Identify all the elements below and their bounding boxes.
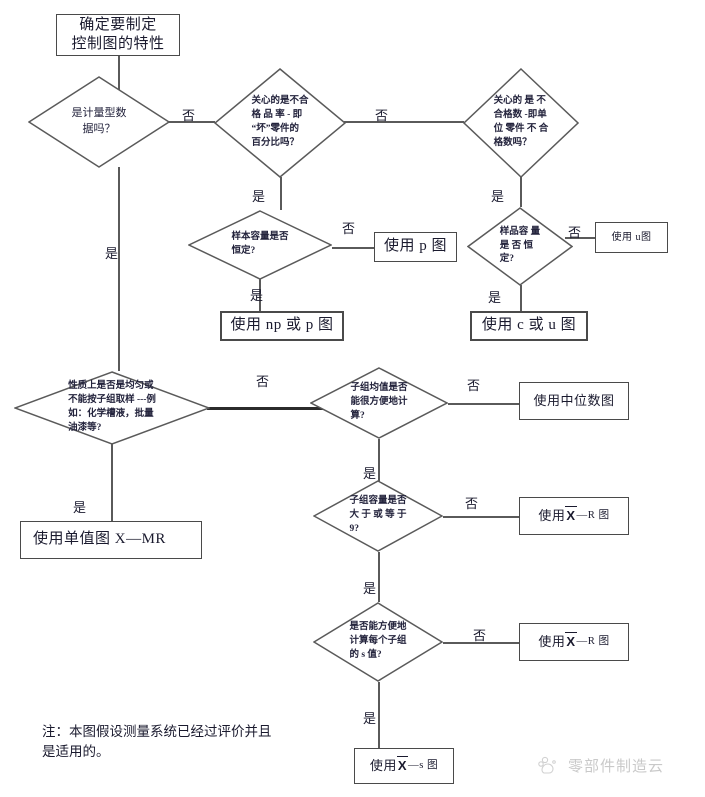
edge-label-variable-yes: 是 [105,246,119,261]
node-out-u-label: 使用 u图 [611,232,652,243]
node-q-homogeneous-label: 性质上是否是均匀或 不能按子组取样 ---例 如：化学槽液，批量 油漆等? [68,381,156,433]
edge-defectiverate-no [344,121,464,123]
node-q-defect-count[interactable]: 关心的 是 不 合格数 -即单 位 零件 不 合 格数吗？ [463,68,579,178]
edge-sampleconst2-no [565,237,595,239]
node-out-xbar-s-prefix: 使用 [369,757,397,773]
node-q-s-value-label: 是否能方便地 计算每个子组 的 s 值? [349,622,407,660]
cloud-icon [538,756,556,774]
node-out-c-u-label: 使用 c 或 u 图 [481,317,577,334]
node-out-xbar-r-1-xbar: X [565,505,577,523]
edge-sampleconst1-no [332,247,374,249]
node-q-mean-easy[interactable]: 子组均值是否 能很方便地计 算? [310,367,448,439]
edge-label-svalue-no: 否 [473,628,487,643]
node-q-defective-rate[interactable]: 关心的是不合 格 品 率 - 即 “坏”零件的 百分比吗？ [214,68,346,178]
node-q-homogeneous[interactable]: 性质上是否是均匀或 不能按子组取样 ---例 如：化学槽液，批量 油漆等? [14,371,210,445]
node-out-xbar-r-2-prefix: 使用 [538,633,566,649]
diamond-shape-icon [188,210,332,280]
node-out-xbar-s-suffix: —s 图 [408,760,439,772]
node-out-p-label: 使用 p 图 [383,238,447,255]
node-out-xbar-r-1-suffix: —R 图 [576,510,610,522]
diamond-shape-icon [214,68,346,178]
node-out-xbar-r-1[interactable]: 使用 X—R 图 [519,497,629,535]
edge-sampleconst1-yes [259,279,261,311]
node-q-defective-rate-label: 关心的是不合 格 品 率 - 即 “坏”零件的 百分比吗？ [251,96,309,148]
edge-label-defectcount-yes: 是 [491,189,505,204]
diamond-shape-icon [310,367,448,439]
edge-label-defectiverate-no: 否 [375,108,389,123]
edge-homogeneous-no [207,407,353,410]
edge-label-sampleconst1-no: 否 [342,221,356,236]
node-out-np-p[interactable]: 使用 np 或 p 图 [220,311,344,341]
diamond-shape-icon [467,207,573,286]
node-out-xbar-r-2-suffix: —R 图 [576,636,610,648]
edge-svalue-yes [378,682,380,748]
watermark-label: 零部件制造云 [568,758,665,775]
edge-label-meaneasy-no: 否 [467,378,481,393]
edge-label-homogeneous-no: 否 [256,374,270,389]
edge-defectiverate-yes [280,177,282,210]
edge-subgroupsize-no [443,516,519,518]
node-q-subgroup-size-label: 子组容量是否 大 于 或 等 于 9? [349,496,407,534]
edge-label-sampleconst1-yes: 是 [250,288,264,303]
node-q-mean-easy-label: 子组均值是否 能很方便地计 算? [350,383,408,421]
edge-label-svalue-yes: 是 [363,711,377,726]
edge-label-subgroupsize-yes: 是 [363,581,377,596]
edge-meaneasy-yes [378,439,380,487]
diamond-shape-icon [463,68,579,178]
node-q-sample-const-2[interactable]: 样品容 量 是 否 恒 定? [467,207,573,286]
node-out-xbar-s[interactable]: 使用 X—s 图 [354,748,454,784]
node-out-p[interactable]: 使用 p 图 [374,232,457,262]
node-q-variable-label: 是计量型数 据吗？ [71,107,127,135]
diamond-shape-icon [14,371,210,445]
edge-start-to-variable [118,56,120,96]
node-out-median[interactable]: 使用中位数图 [519,382,629,420]
node-q-subgroup-size[interactable]: 子组容量是否 大 于 或 等 于 9? [313,480,443,552]
node-out-individual-label: 使用单值图 X—MR [33,531,166,548]
node-out-xbar-s-xbar: X [396,755,409,773]
node-out-c-u[interactable]: 使用 c 或 u 图 [470,311,588,341]
edge-label-variable-no: 否 [182,108,196,123]
node-q-variable[interactable]: 是计量型数 据吗？ [28,76,170,168]
diamond-shape-icon [313,602,443,682]
diamond-shape-icon [313,480,443,552]
node-out-u[interactable]: 使用 u图 [595,222,668,253]
node-out-median-label: 使用中位数图 [533,392,615,408]
edge-label-meaneasy-yes: 是 [363,466,377,481]
node-out-xbar-r-1-prefix: 使用 [538,507,566,523]
edge-variable-yes [118,167,120,371]
node-out-xbar-r-2-xbar: X [565,631,577,649]
edge-defectcount-yes [520,177,522,207]
node-out-individual[interactable]: 使用单值图 X—MR [20,521,202,559]
node-q-sample-const-1-label: 样本容量是否 恒定? [231,232,289,256]
diamond-shape-icon [28,76,170,168]
node-q-defect-count-label: 关心的 是 不 合格数 -即单 位 零件 不 合 格数吗？ [493,96,549,148]
node-q-s-value[interactable]: 是否能方便地 计算每个子组 的 s 值? [313,602,443,682]
node-start[interactable]: 确定要制定 控制图的特性 [56,14,180,56]
edge-label-homogeneous-yes: 是 [73,500,87,515]
node-q-sample-const-2-label: 样品容 量 是 否 恒 定? [499,226,541,265]
edge-label-subgroupsize-no: 否 [465,496,479,511]
diagram-note: 注：本图假设测量系统已经过评价并且 是适用的。 [42,724,272,760]
edge-subgroupsize-yes [378,552,380,602]
edge-svalue-no [443,642,519,644]
node-start-label: 确定要制定 控制图的特性 [71,16,165,53]
node-out-np-p-label: 使用 np 或 p 图 [230,317,334,334]
node-q-sample-const-1[interactable]: 样本容量是否 恒定? [188,210,332,280]
edge-label-defectiverate-yes: 是 [252,189,266,204]
edge-variable-no [169,121,215,123]
edge-homogeneous-yes [111,443,113,521]
node-out-xbar-r-2[interactable]: 使用 X—R 图 [519,623,629,661]
edge-label-sampleconst2-no: 否 [568,225,582,240]
edge-meaneasy-no [448,403,519,405]
edge-sampleconst2-yes [520,285,522,311]
edge-label-sampleconst2-yes: 是 [488,290,502,305]
watermark: 零部件制造云 [537,755,664,776]
